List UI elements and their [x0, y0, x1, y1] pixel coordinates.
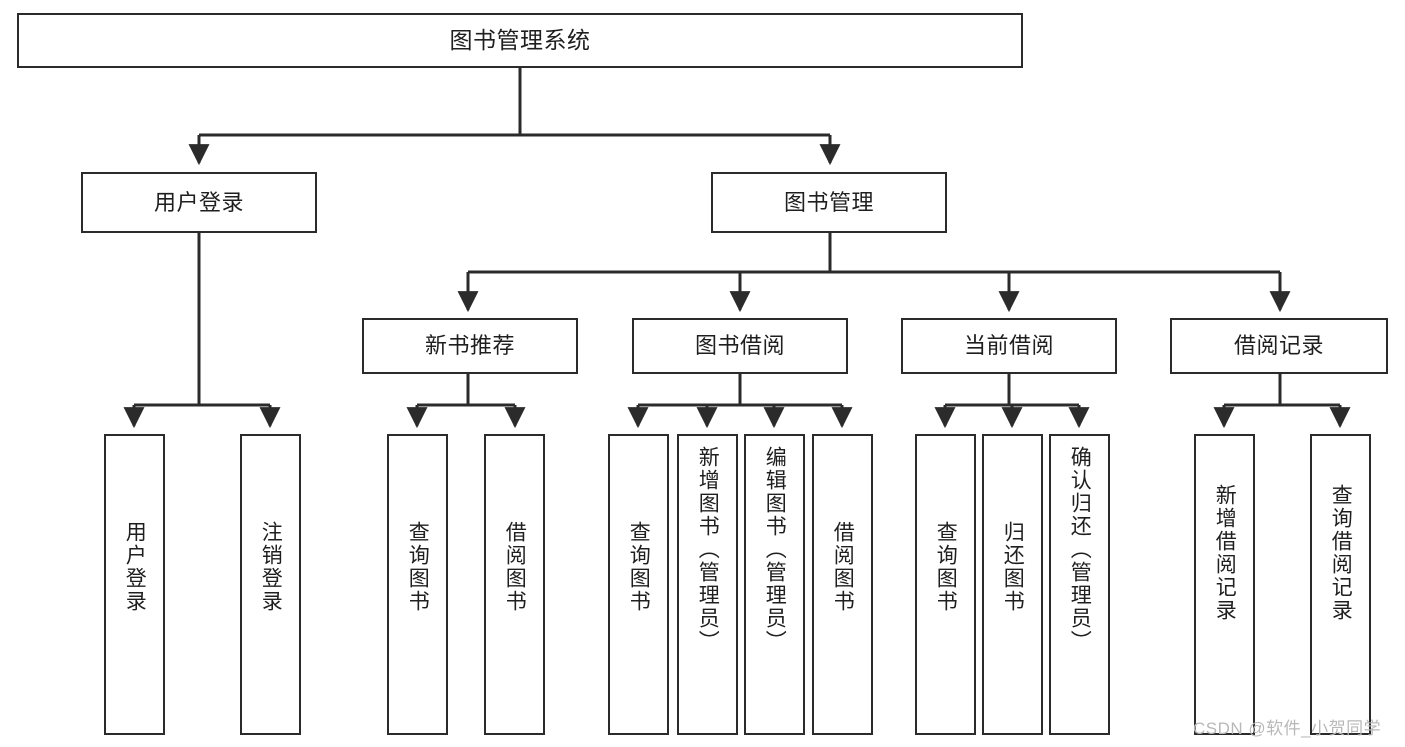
- node-leaf-add-book[interactable]: 新增图书（管理员）: [677, 434, 738, 735]
- node-book-borrow[interactable]: 图书借阅: [632, 318, 848, 374]
- node-leaf-user-login[interactable]: 用户登录: [104, 434, 165, 735]
- node-label: 注销登录: [259, 521, 283, 613]
- node-book-manage[interactable]: 图书管理: [711, 172, 947, 233]
- node-label: 借阅记录: [1233, 333, 1324, 359]
- node-label: 编辑图书（管理员）: [763, 446, 787, 653]
- node-leaf-query-book-3[interactable]: 查询图书: [915, 434, 976, 735]
- node-leaf-query-record[interactable]: 查询借阅记录: [1310, 434, 1371, 735]
- node-label: 新增借阅记录: [1213, 484, 1237, 622]
- node-label: 用户登录: [123, 521, 147, 613]
- node-label: 新书推荐: [424, 333, 515, 359]
- node-label: 新增图书（管理员）: [696, 446, 720, 653]
- node-leaf-add-record[interactable]: 新增借阅记录: [1194, 434, 1255, 735]
- edges-book-manage: [457, 233, 1291, 313]
- edges-user-login: [123, 233, 281, 429]
- node-label: 查询图书: [627, 521, 651, 613]
- edges-current-borrow: [934, 374, 1090, 429]
- node-leaf-borrow-book-2[interactable]: 借阅图书: [812, 434, 873, 735]
- edges-root: [188, 68, 841, 166]
- node-label: 当前借阅: [963, 333, 1054, 359]
- node-leaf-query-book-1[interactable]: 查询图书: [387, 434, 448, 735]
- node-label: 借阅图书: [503, 521, 527, 613]
- node-leaf-edit-book[interactable]: 编辑图书（管理员）: [744, 434, 805, 735]
- node-label: 查询图书: [406, 521, 430, 613]
- node-root-system[interactable]: 图书管理系统: [17, 13, 1023, 68]
- edges-borrow-record: [1213, 374, 1351, 429]
- node-label: 图书借阅: [694, 333, 785, 359]
- node-borrow-record[interactable]: 借阅记录: [1170, 318, 1388, 374]
- node-leaf-logout[interactable]: 注销登录: [240, 434, 301, 735]
- node-label: 借阅图书: [831, 521, 855, 613]
- node-current-borrow[interactable]: 当前借阅: [901, 318, 1117, 374]
- node-leaf-return-book[interactable]: 归还图书: [982, 434, 1043, 735]
- node-label: 查询借阅记录: [1329, 484, 1353, 622]
- edges-new-book-rec: [406, 374, 526, 429]
- node-leaf-query-book-2[interactable]: 查询图书: [608, 434, 669, 735]
- node-label: 用户登录: [153, 189, 244, 215]
- node-label: 确认归还（管理员）: [1068, 446, 1092, 653]
- node-label: 图书管理: [783, 189, 874, 215]
- node-label: 查询图书: [934, 521, 958, 613]
- node-label: 图书管理系统: [449, 26, 591, 53]
- edges-book-borrow: [627, 374, 853, 429]
- node-leaf-borrow-book-1[interactable]: 借阅图书: [484, 434, 545, 735]
- node-leaf-confirm-return[interactable]: 确认归还（管理员）: [1049, 434, 1110, 735]
- node-new-book-rec[interactable]: 新书推荐: [362, 318, 578, 374]
- node-user-login[interactable]: 用户登录: [81, 172, 317, 233]
- node-label: 归还图书: [1001, 521, 1025, 613]
